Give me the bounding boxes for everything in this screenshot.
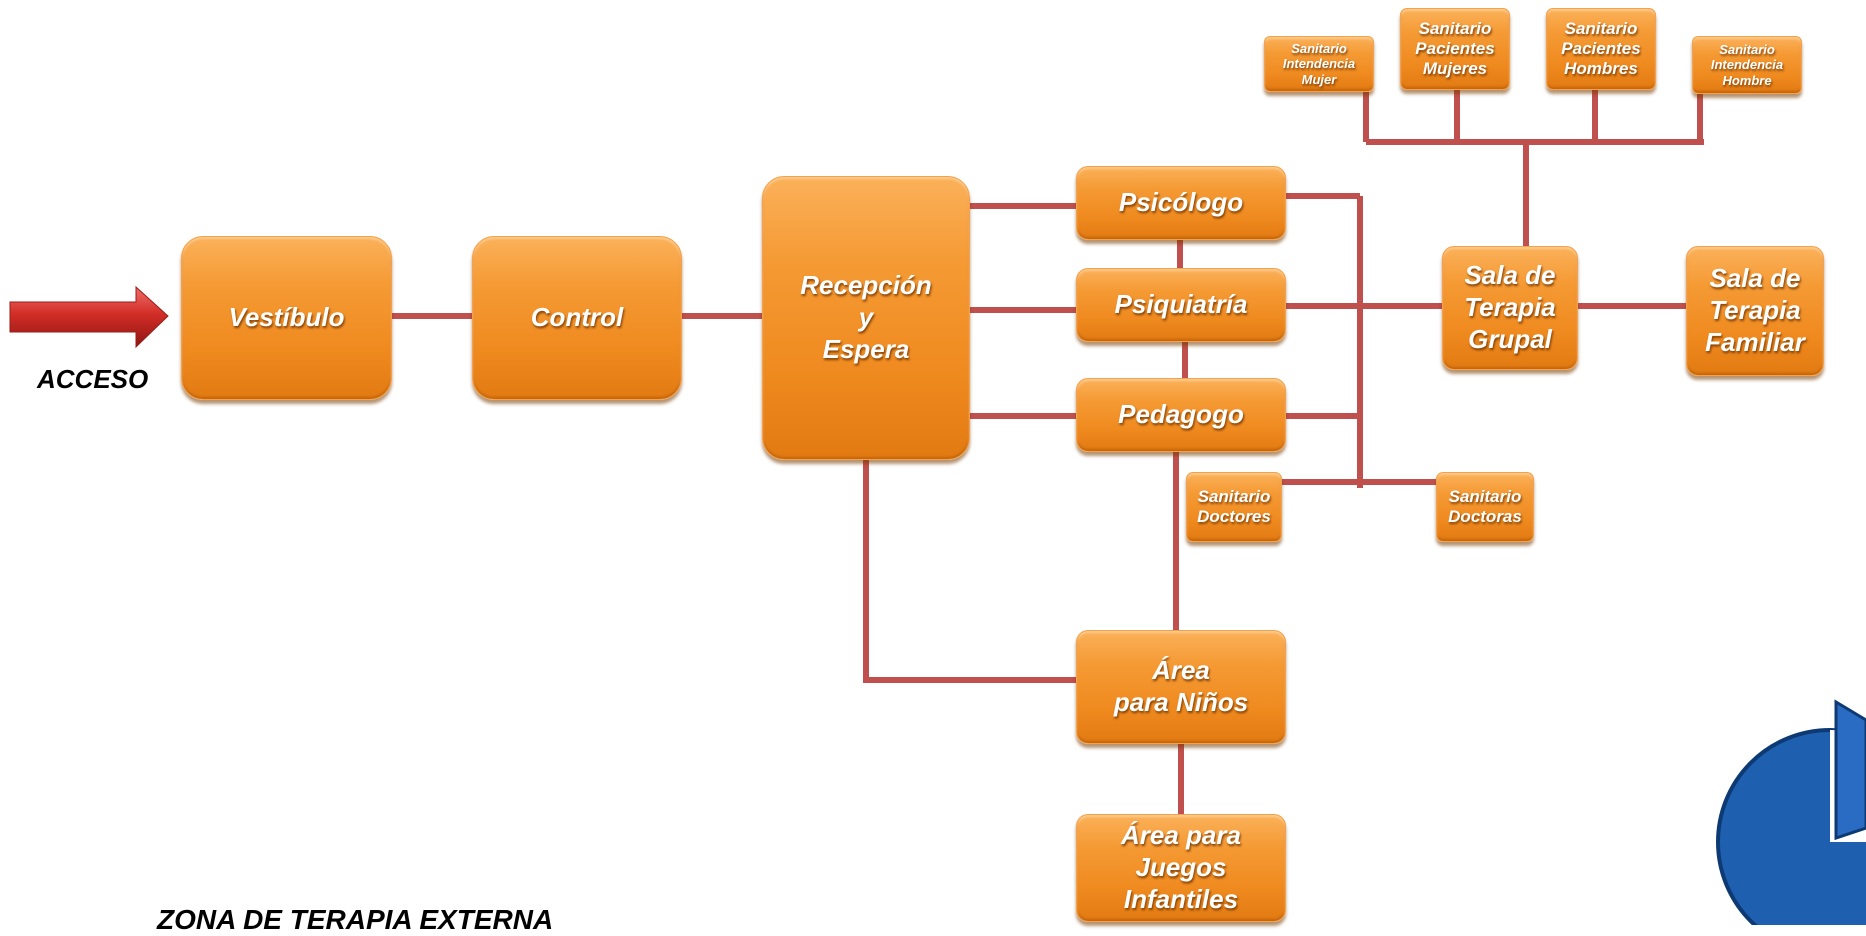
node-psicologo: Psicólogo <box>1076 166 1286 240</box>
node-area-juegos: Área para Juegos Infantiles <box>1076 814 1286 922</box>
node-sanitario-pacientes-mujeres: Sanitario Pacientes Mujeres <box>1400 8 1510 90</box>
node-sala-terapia-familiar: Sala de Terapia Familiar <box>1686 246 1824 376</box>
node-sanitario-pacientes-hombres: Sanitario Pacientes Hombres <box>1546 8 1656 90</box>
node-psiquiatria: Psiquiatría <box>1076 268 1286 342</box>
node-control: Control <box>472 236 682 400</box>
node-sanitario-intendencia-hombre: Sanitario Intendencia Hombre <box>1692 36 1802 94</box>
node-sala-terapia-grupal: Sala de Terapia Grupal <box>1442 246 1578 370</box>
node-sanitario-intendencia-mujer: Sanitario Intendencia Mujer <box>1264 36 1374 92</box>
node-recepcion-espera: Recepción y Espera <box>762 176 970 460</box>
access-arrow-icon <box>9 285 169 349</box>
node-vestibulo: Vestíbulo <box>181 236 392 400</box>
node-sanitario-doctoras: Sanitario Doctoras <box>1436 472 1534 542</box>
node-area-ninos: Área para Niños <box>1076 630 1286 744</box>
pie-logo-icon <box>1716 699 1866 925</box>
zone-title: ZONA DE TERAPIA EXTERNA <box>157 904 554 935</box>
connector-recepcion-area-ninos <box>863 460 1076 683</box>
node-pedagogo: Pedagogo <box>1076 378 1286 452</box>
node-sanitario-doctores: Sanitario Doctores <box>1186 472 1282 542</box>
access-label: ACCESO <box>37 364 149 394</box>
